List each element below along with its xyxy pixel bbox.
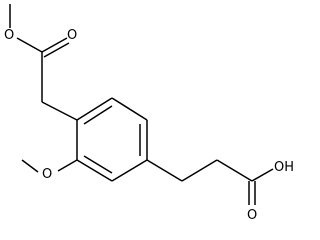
- bond-methoxy-o-methyl: [21, 159, 39, 173]
- atom-acid-hydroxyl: OH: [274, 160, 294, 175]
- ring-bond-2: [111, 97, 148, 121]
- bond-ch2-ring: [41, 101, 78, 121]
- bond-ring-chain-1: [146, 159, 183, 182]
- atom-ester-ether-o: O: [4, 28, 14, 43]
- ring-bond-4: [111, 159, 148, 182]
- ring-bond-1: [76, 97, 113, 121]
- atom-methoxy-o: O: [42, 167, 52, 182]
- ring-bond-5: [76, 159, 113, 182]
- atom-acid-carbonyl-o: O: [247, 208, 257, 223]
- ring-double-1: [83, 105, 113, 125]
- bond-acid-c-oh: [251, 168, 274, 182]
- structure-diagram: O O O OH O: [4, 4, 295, 223]
- bond-ester-carbonyl-double-2: [43, 42, 70, 58]
- bond-ester-carbonyl-double-1: [41, 37, 68, 53]
- ring-double-3: [83, 155, 113, 174]
- bond-chain-2-acid-c: [216, 159, 253, 182]
- bond-chain-1-2: [181, 159, 218, 182]
- atom-ester-carbonyl-o: O: [67, 28, 77, 43]
- bond-ring-methoxy-o: [57, 159, 78, 172]
- structure-svg: O O O OH O: [4, 4, 294, 223]
- bond-ester-o-carbonyl-c: [16, 37, 43, 53]
